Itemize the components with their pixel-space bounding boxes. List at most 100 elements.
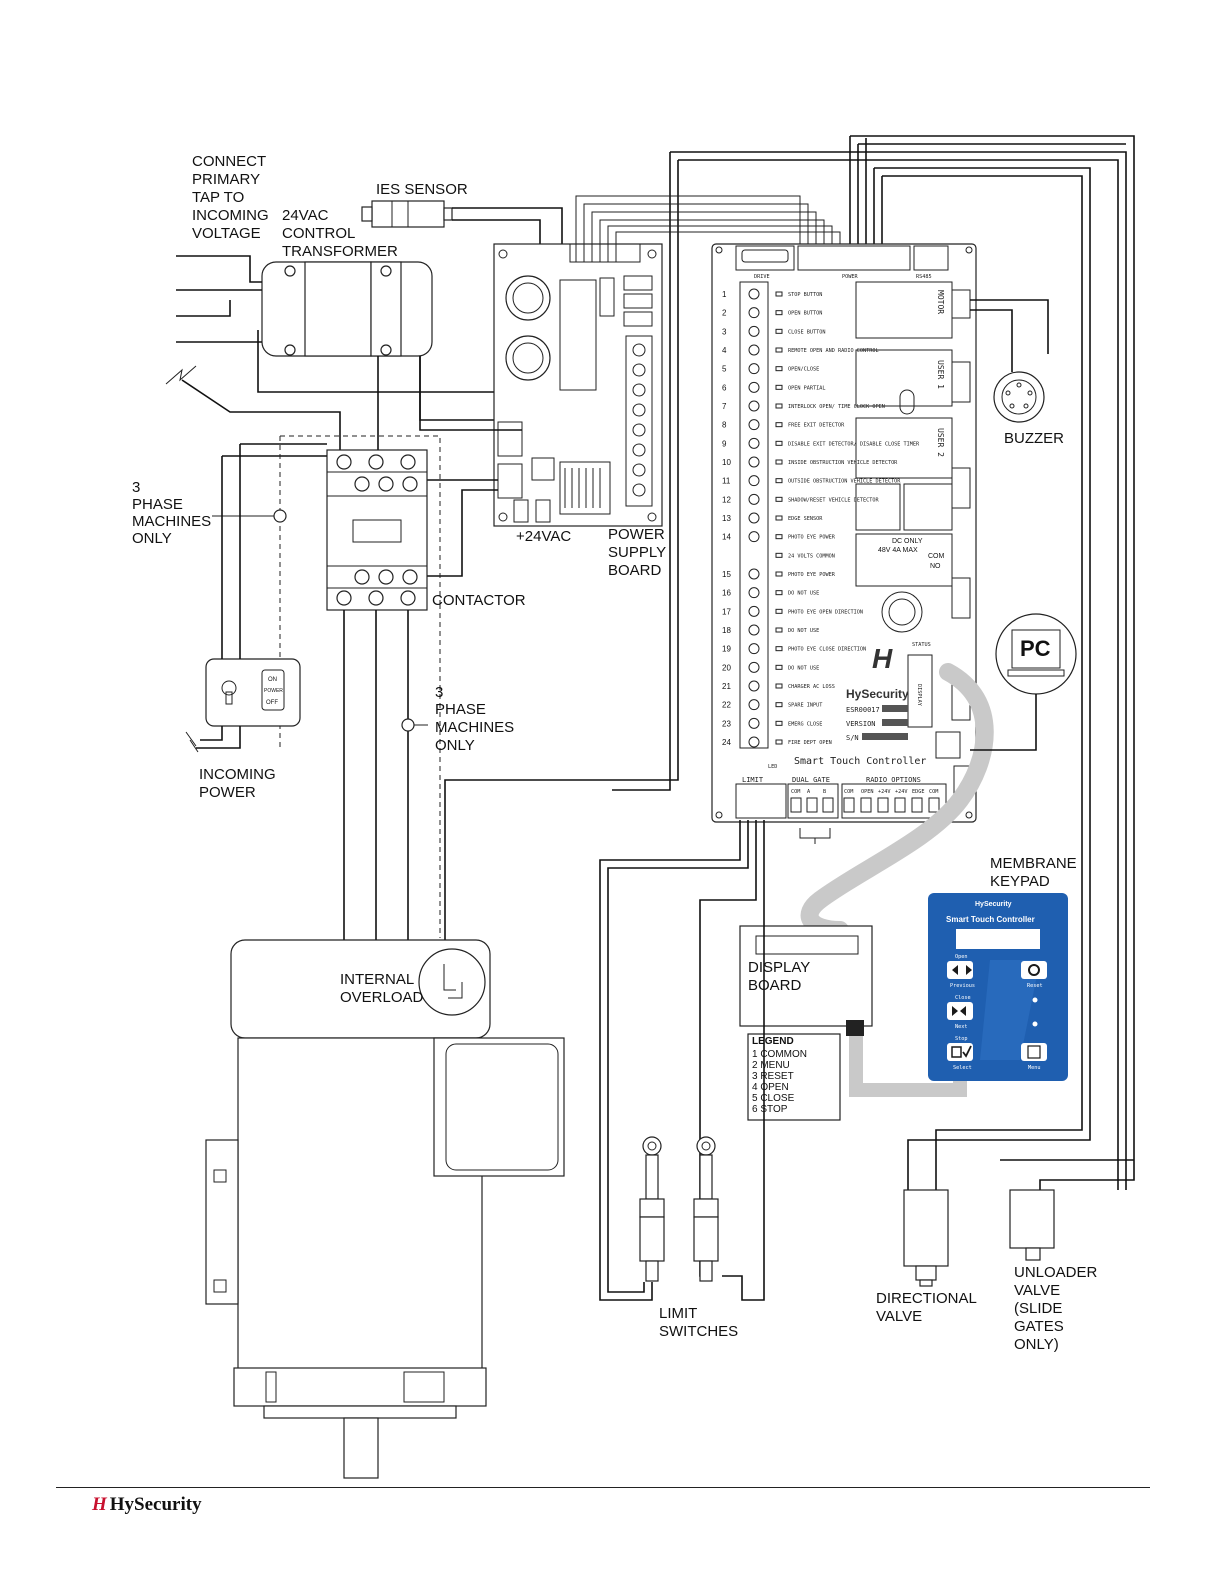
- terminal-number: 1: [722, 290, 727, 299]
- incoming-power-label: INCOMING POWER: [199, 766, 276, 801]
- svg-text:PRIMARY: PRIMARY: [192, 171, 260, 188]
- terminal-label: FREE EXIT DETECTOR: [788, 423, 845, 429]
- terminal-led: [775, 664, 783, 670]
- svg-text:VOLTAGE: VOLTAGE: [192, 225, 261, 242]
- svg-text:TAP TO: TAP TO: [192, 189, 244, 206]
- relay-motor-label: MOTOR: [936, 290, 945, 314]
- terminal-label: DO NOT USE: [788, 665, 819, 671]
- ies-sensor: [361, 200, 563, 258]
- keypad-key-label: Open: [955, 954, 968, 960]
- svg-text:SWITCHES: SWITCHES: [659, 1323, 738, 1340]
- three-phase-label-mid: 3 PHASE MACHINES ONLY: [435, 684, 514, 754]
- pin-label: COM: [791, 789, 800, 795]
- terminal-screw: [748, 419, 760, 431]
- terminal-led: [775, 384, 783, 390]
- switch-on-label: ON: [268, 677, 277, 683]
- controller-model: ESR00017: [846, 706, 880, 714]
- terminal-number: 23: [722, 719, 731, 728]
- pin-label: COM: [844, 789, 853, 795]
- terminal-label: STOP BUTTON: [788, 292, 822, 298]
- switch-power-label: POWER: [264, 688, 283, 694]
- pin-terminal: [877, 797, 889, 813]
- controller-name: Smart Touch Controller: [794, 756, 926, 767]
- svg-text:KEYPAD: KEYPAD: [990, 873, 1050, 890]
- terminal-number: 8: [722, 421, 727, 430]
- display-board: [739, 925, 873, 1036]
- terminal-led: [775, 310, 783, 316]
- keypad-title: Smart Touch Controller: [946, 915, 1035, 924]
- terminal-number: 13: [722, 514, 731, 523]
- hysecurity-logo-icon: H: [92, 1494, 107, 1515]
- limit-switch-wiring: [599, 820, 765, 1301]
- terminal-number: 16: [722, 589, 731, 598]
- terminal-led: [775, 739, 783, 745]
- controller-brand: HySecurity: [846, 687, 909, 701]
- keypad-key-label: Close: [955, 995, 971, 1001]
- terminal-number: 19: [722, 645, 731, 654]
- dc-rating-label: 48V 4A MAX: [878, 547, 918, 554]
- footer-divider: [56, 1487, 1150, 1488]
- pin-label: B: [823, 789, 826, 795]
- terminal-row: 24 VOLTS COMMON: [775, 552, 835, 559]
- terminal-led: [775, 459, 783, 465]
- overhead-wire-bundle: [444, 135, 1135, 1192]
- terminal-label: INSIDE OBSTRUCTION VEHICLE DETECTOR: [788, 460, 898, 466]
- three-phase-label-left: 3 PHASE MACHINES ONLY: [132, 479, 211, 547]
- terminal-screw: [748, 493, 760, 505]
- directional-valve: [903, 1189, 949, 1287]
- svg-text:POWER: POWER: [608, 526, 665, 543]
- motor: [205, 939, 565, 1479]
- unloader-valve-label: UNLOADER VALVE (SLIDE GATES ONLY): [1014, 1264, 1098, 1353]
- limit-group-label: LIMIT: [742, 776, 764, 784]
- terminal-led: [775, 590, 783, 596]
- pin-terminal: [843, 797, 855, 813]
- svg-text:BOARD: BOARD: [608, 562, 662, 579]
- svg-text:DISPLAY: DISPLAY: [748, 959, 810, 976]
- terminal-number: 14: [722, 533, 731, 542]
- terminal-number: 20: [722, 663, 731, 672]
- pin-label: COM: [929, 789, 938, 795]
- pin-label: EDGE: [912, 789, 925, 795]
- svg-text:INCOMING: INCOMING: [199, 766, 276, 783]
- terminal-screw: [748, 456, 760, 468]
- terminal-led: [775, 720, 783, 726]
- svg-text:MACHINES: MACHINES: [435, 719, 514, 736]
- terminal-led: [775, 515, 783, 521]
- power-supply-label: POWER SUPPLY BOARD: [608, 526, 666, 579]
- pin-label: +24V: [878, 789, 891, 795]
- terminal-screw: [748, 344, 760, 356]
- terminal-label: PHOTO EYE POWER: [788, 572, 836, 578]
- unloader-valve: [1009, 1189, 1055, 1261]
- terminal-led: [775, 683, 783, 689]
- terminal-label: CHARGER AC LOSS: [788, 684, 835, 690]
- display-connector-label: DISPLAY: [916, 684, 922, 707]
- smart-touch-controller-board: H: [711, 243, 977, 844]
- terminal-led: [775, 422, 783, 428]
- controller-serial-label: S/N: [846, 734, 859, 742]
- terminal-screw: [748, 624, 760, 636]
- keypad-key-label: Stop: [955, 1036, 968, 1042]
- terminal-led: [775, 571, 783, 577]
- terminal-row: 1 STOP BUTTON: [722, 288, 822, 300]
- svg-text:PHASE: PHASE: [435, 701, 486, 718]
- svg-text:ONLY: ONLY: [435, 737, 475, 754]
- keypad-key-label: Next: [955, 1024, 968, 1030]
- terminal-led: [775, 534, 783, 540]
- terminal-screw: [748, 512, 760, 524]
- terminal-number: 24: [722, 738, 731, 747]
- buzzer-label: BUZZER: [1004, 430, 1064, 447]
- switch-off-label: OFF: [266, 700, 278, 706]
- terminal-screw: [748, 381, 760, 393]
- dual-gate-group-label: DUAL GATE: [792, 776, 830, 784]
- terminal-label: DISABLE EXIT DETECTOR/ DISABLE CLOSE TIM…: [788, 441, 920, 447]
